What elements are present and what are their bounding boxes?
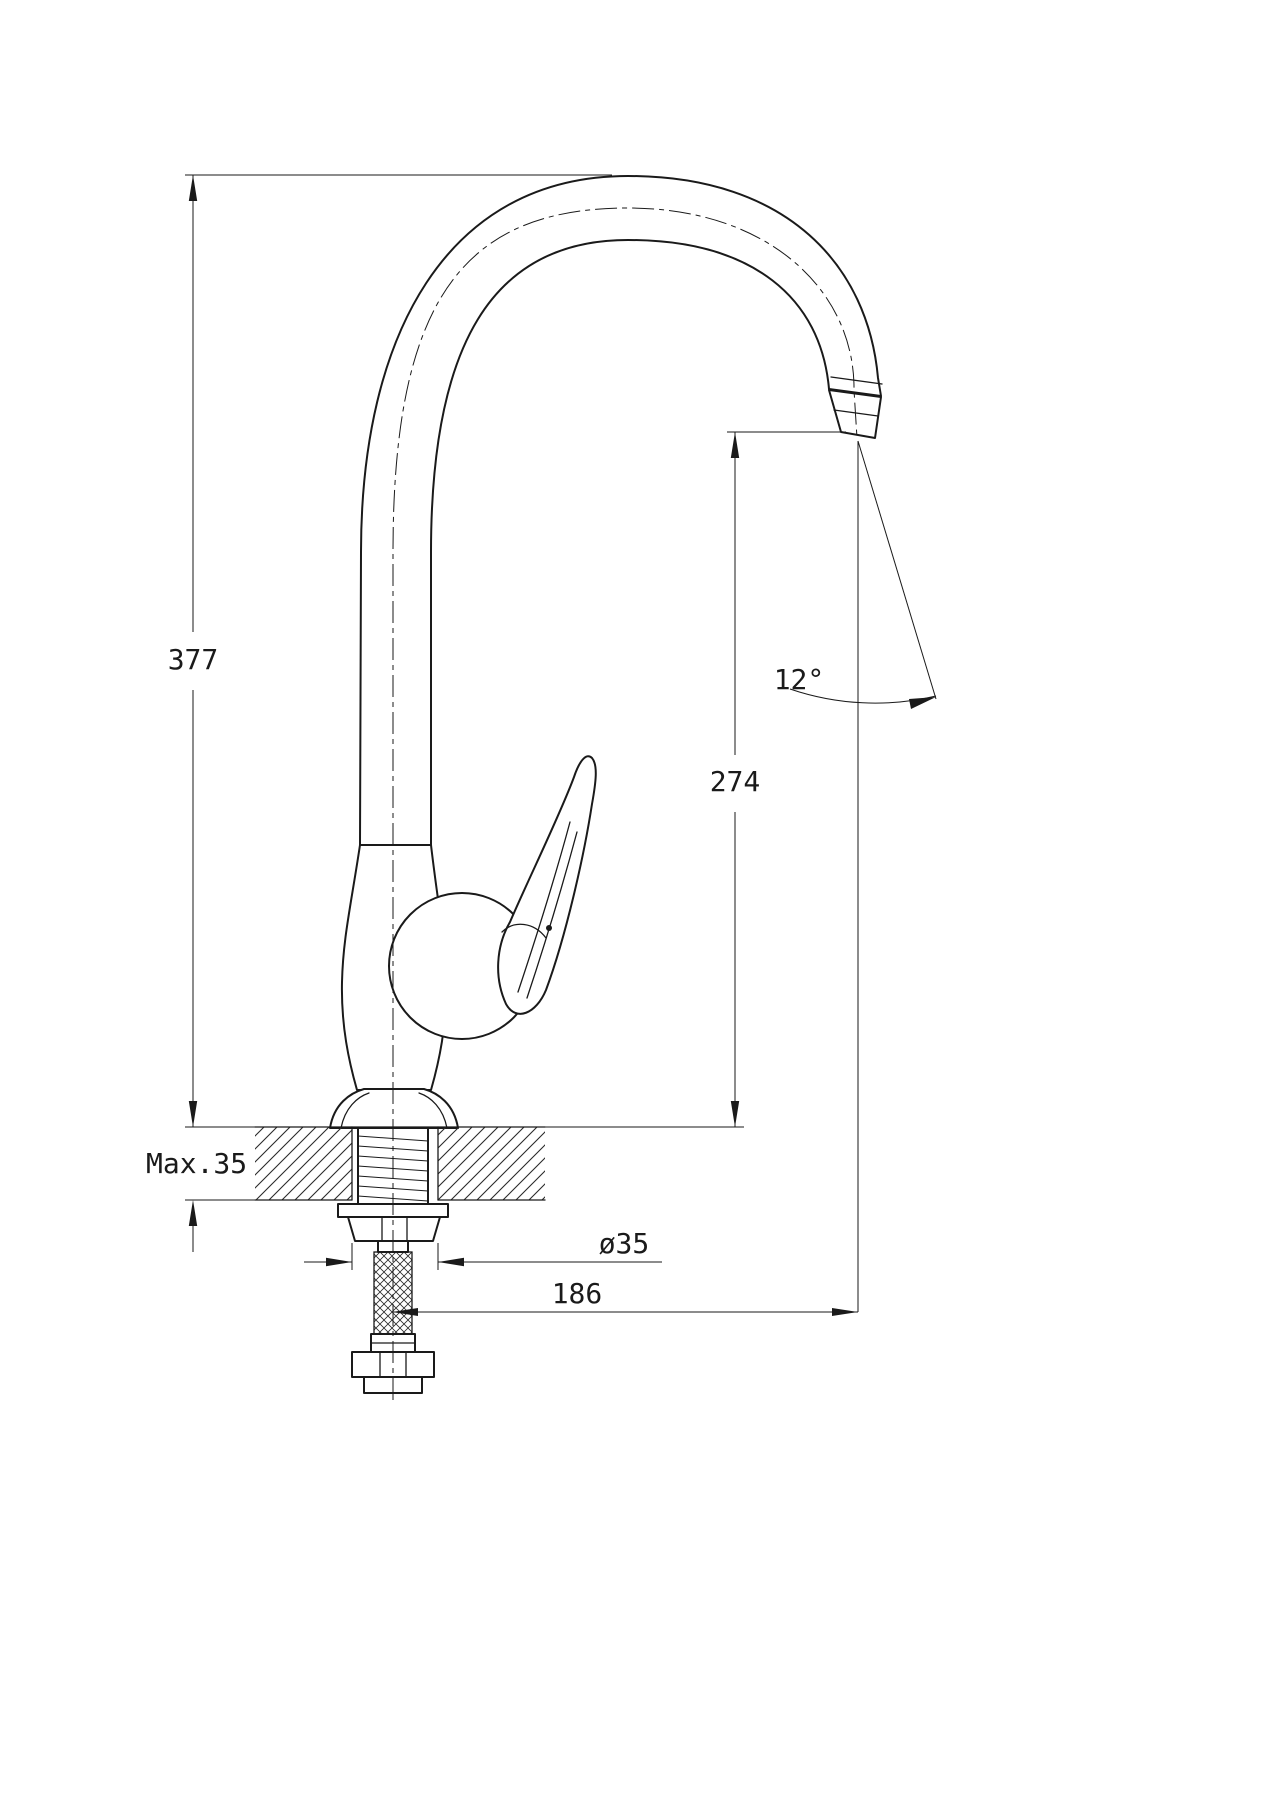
- flange-contour-left: [340, 1092, 370, 1129]
- faucet: [329, 175, 883, 1129]
- angle-label: 12°: [774, 663, 825, 696]
- dimension-spout-reach: 186: [392, 1277, 858, 1316]
- angle-arc-arrowhead: [909, 697, 936, 709]
- lock-nut-hex: [347, 1216, 441, 1242]
- dimension-hole-diameter: ø35: [304, 1227, 662, 1270]
- arrowhead-down: [188, 1101, 198, 1127]
- arrowhead-left: [392, 1308, 418, 1316]
- countertop-hatch-left: [255, 1127, 352, 1200]
- handle-pivot-cap: [501, 923, 547, 939]
- angle-annotation: 12°: [774, 440, 937, 1312]
- dimension-counter-thickness: Max.35: [146, 1147, 256, 1252]
- dimension-spout-height: 274: [545, 431, 846, 1128]
- lock-nut: [337, 1203, 449, 1242]
- arrowhead-right: [832, 1308, 858, 1316]
- angle-slant-line: [857, 440, 937, 700]
- flange-outline: [329, 1088, 459, 1129]
- lever-handle: [497, 755, 597, 1015]
- arrowhead-up: [730, 432, 740, 458]
- main-centerline: [392, 207, 858, 1400]
- flange-contour-right: [418, 1092, 448, 1129]
- arrowhead-right: [326, 1257, 352, 1267]
- hose-end-fitting: [351, 1351, 435, 1394]
- handle-outline: [497, 755, 597, 1015]
- base-flange: [329, 1088, 459, 1129]
- aerator-mid-line: [833, 409, 879, 417]
- countertop-hatch-right: [438, 1127, 545, 1200]
- handle-screw-dot: [546, 925, 552, 931]
- spout-height-label: 274: [710, 765, 761, 798]
- counter-thickness-label: Max.35: [146, 1147, 247, 1180]
- arrowhead-left: [438, 1257, 464, 1267]
- arrowhead-up: [188, 1200, 198, 1226]
- arrowhead-up: [188, 175, 198, 201]
- spout-reach-label: 186: [552, 1277, 603, 1310]
- centerlines: [392, 207, 858, 1400]
- arrowhead-down: [730, 1101, 740, 1127]
- gooseneck-tube: [359, 175, 882, 846]
- total-height-label: 377: [168, 643, 219, 676]
- fitting-hex: [351, 1351, 435, 1378]
- handle-contour-2: [526, 831, 578, 999]
- aerator-ring-line: [830, 376, 883, 385]
- handle-contour-1: [517, 821, 571, 993]
- dimension-total-height: 377: [168, 174, 612, 1128]
- hole-diameter-label: ø35: [599, 1227, 650, 1260]
